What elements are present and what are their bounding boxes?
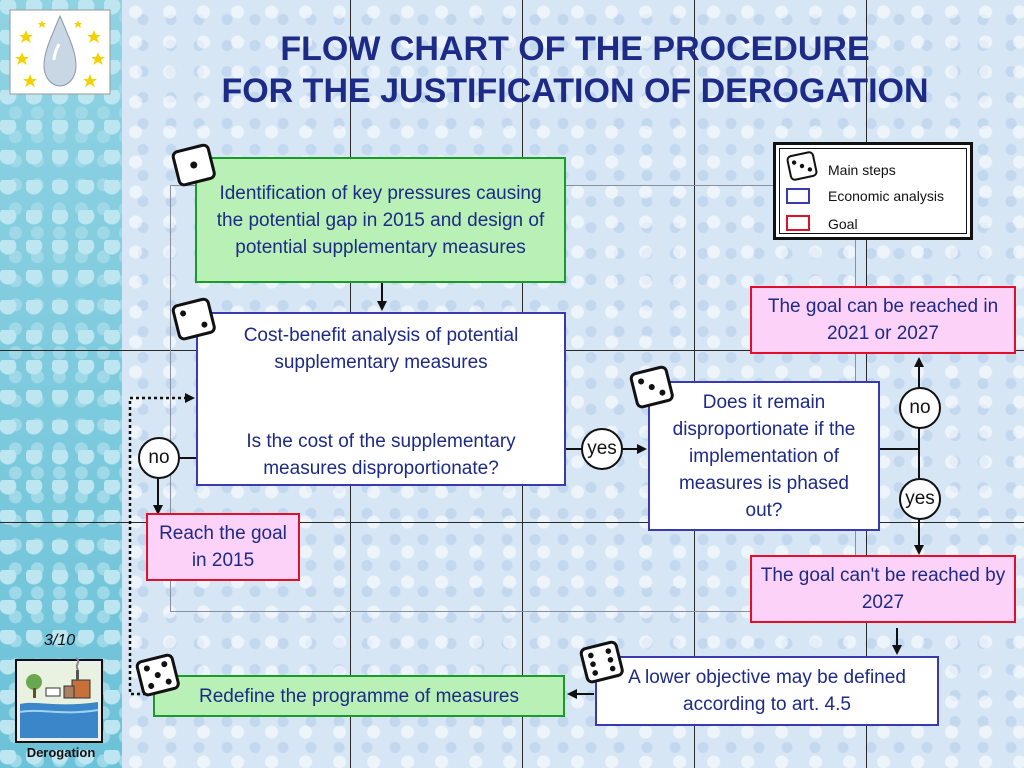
box-redefine-text: Redefine the programme of measures: [199, 685, 519, 707]
derogation-thumbnail: [15, 657, 103, 743]
box-cba-spacer: [208, 376, 554, 428]
decision-yes-mid: yes: [581, 428, 623, 470]
box-goal-2015: Reach the goal in 2015: [146, 513, 300, 581]
die-icon: [786, 151, 818, 181]
decision-yes-right: yes: [899, 478, 941, 520]
box-identification-text: Identification of key pressures causing …: [216, 182, 545, 258]
legend-swatch-economic: [786, 188, 810, 204]
box-goal-not-reached: The goal can't be reached by 2027: [750, 555, 1016, 623]
legend-economic-analysis: Economic analysis: [828, 188, 944, 204]
decision-no-right: no: [899, 387, 941, 429]
die-icon: [135, 653, 180, 697]
dotted-loop-back: [128, 393, 195, 696]
title-line-1: FLOW CHART OF THE PROCEDURE: [280, 30, 870, 68]
box-goal-reached-text: The goal can be reached in 2021 or 2027: [767, 296, 999, 344]
die-icon: [171, 297, 216, 341]
box-cost-benefit: Cost-benefit analysis of potential suppl…: [196, 312, 566, 486]
water-drop-stars-logo: [9, 9, 111, 95]
die-icon: [171, 143, 216, 187]
section-label: Derogation: [26, 745, 96, 760]
die-icon: [579, 640, 624, 684]
box-cba-text-2: Is the cost of the supplementary measure…: [246, 431, 516, 479]
box-goal-2015-text: Reach the goal in 2015: [159, 523, 287, 571]
page-number: 3/10: [44, 632, 76, 649]
decision-no-left: no: [138, 437, 180, 479]
legend-swatch-goal: [786, 215, 810, 231]
legend-main-steps: Main steps: [828, 162, 896, 178]
page-title: FLOW CHART OF THE PROCEDURE FOR THE JUST…: [130, 28, 1020, 112]
box-identification: Identification of key pressures causing …: [195, 157, 566, 283]
box-phased-out: Does it remain disproportionate if the i…: [648, 381, 880, 531]
title-line-2: FOR THE JUSTIFICATION OF DEROGATION: [221, 72, 929, 110]
legend-goal: Goal: [828, 216, 858, 232]
legend-frame: [779, 148, 967, 234]
grid-line: [0, 522, 1024, 523]
box-phased-out-text: Does it remain disproportionate if the i…: [672, 391, 856, 521]
box-cba-text-1: Cost-benefit analysis of potential suppl…: [243, 325, 519, 373]
legend: Main steps Economic analysis Goal: [773, 142, 973, 240]
box-lower-objective: A lower objective may be defined accordi…: [595, 656, 939, 726]
sidebar: [0, 0, 122, 768]
box-lower-objective-text: A lower objective may be defined accordi…: [628, 667, 906, 715]
box-redefine: Redefine the programme of measures: [153, 675, 565, 717]
die-icon: [629, 365, 674, 409]
box-goal-reached: The goal can be reached in 2021 or 2027: [750, 286, 1016, 354]
box-goal-not-reached-text: The goal can't be reached by 2027: [760, 565, 1006, 613]
